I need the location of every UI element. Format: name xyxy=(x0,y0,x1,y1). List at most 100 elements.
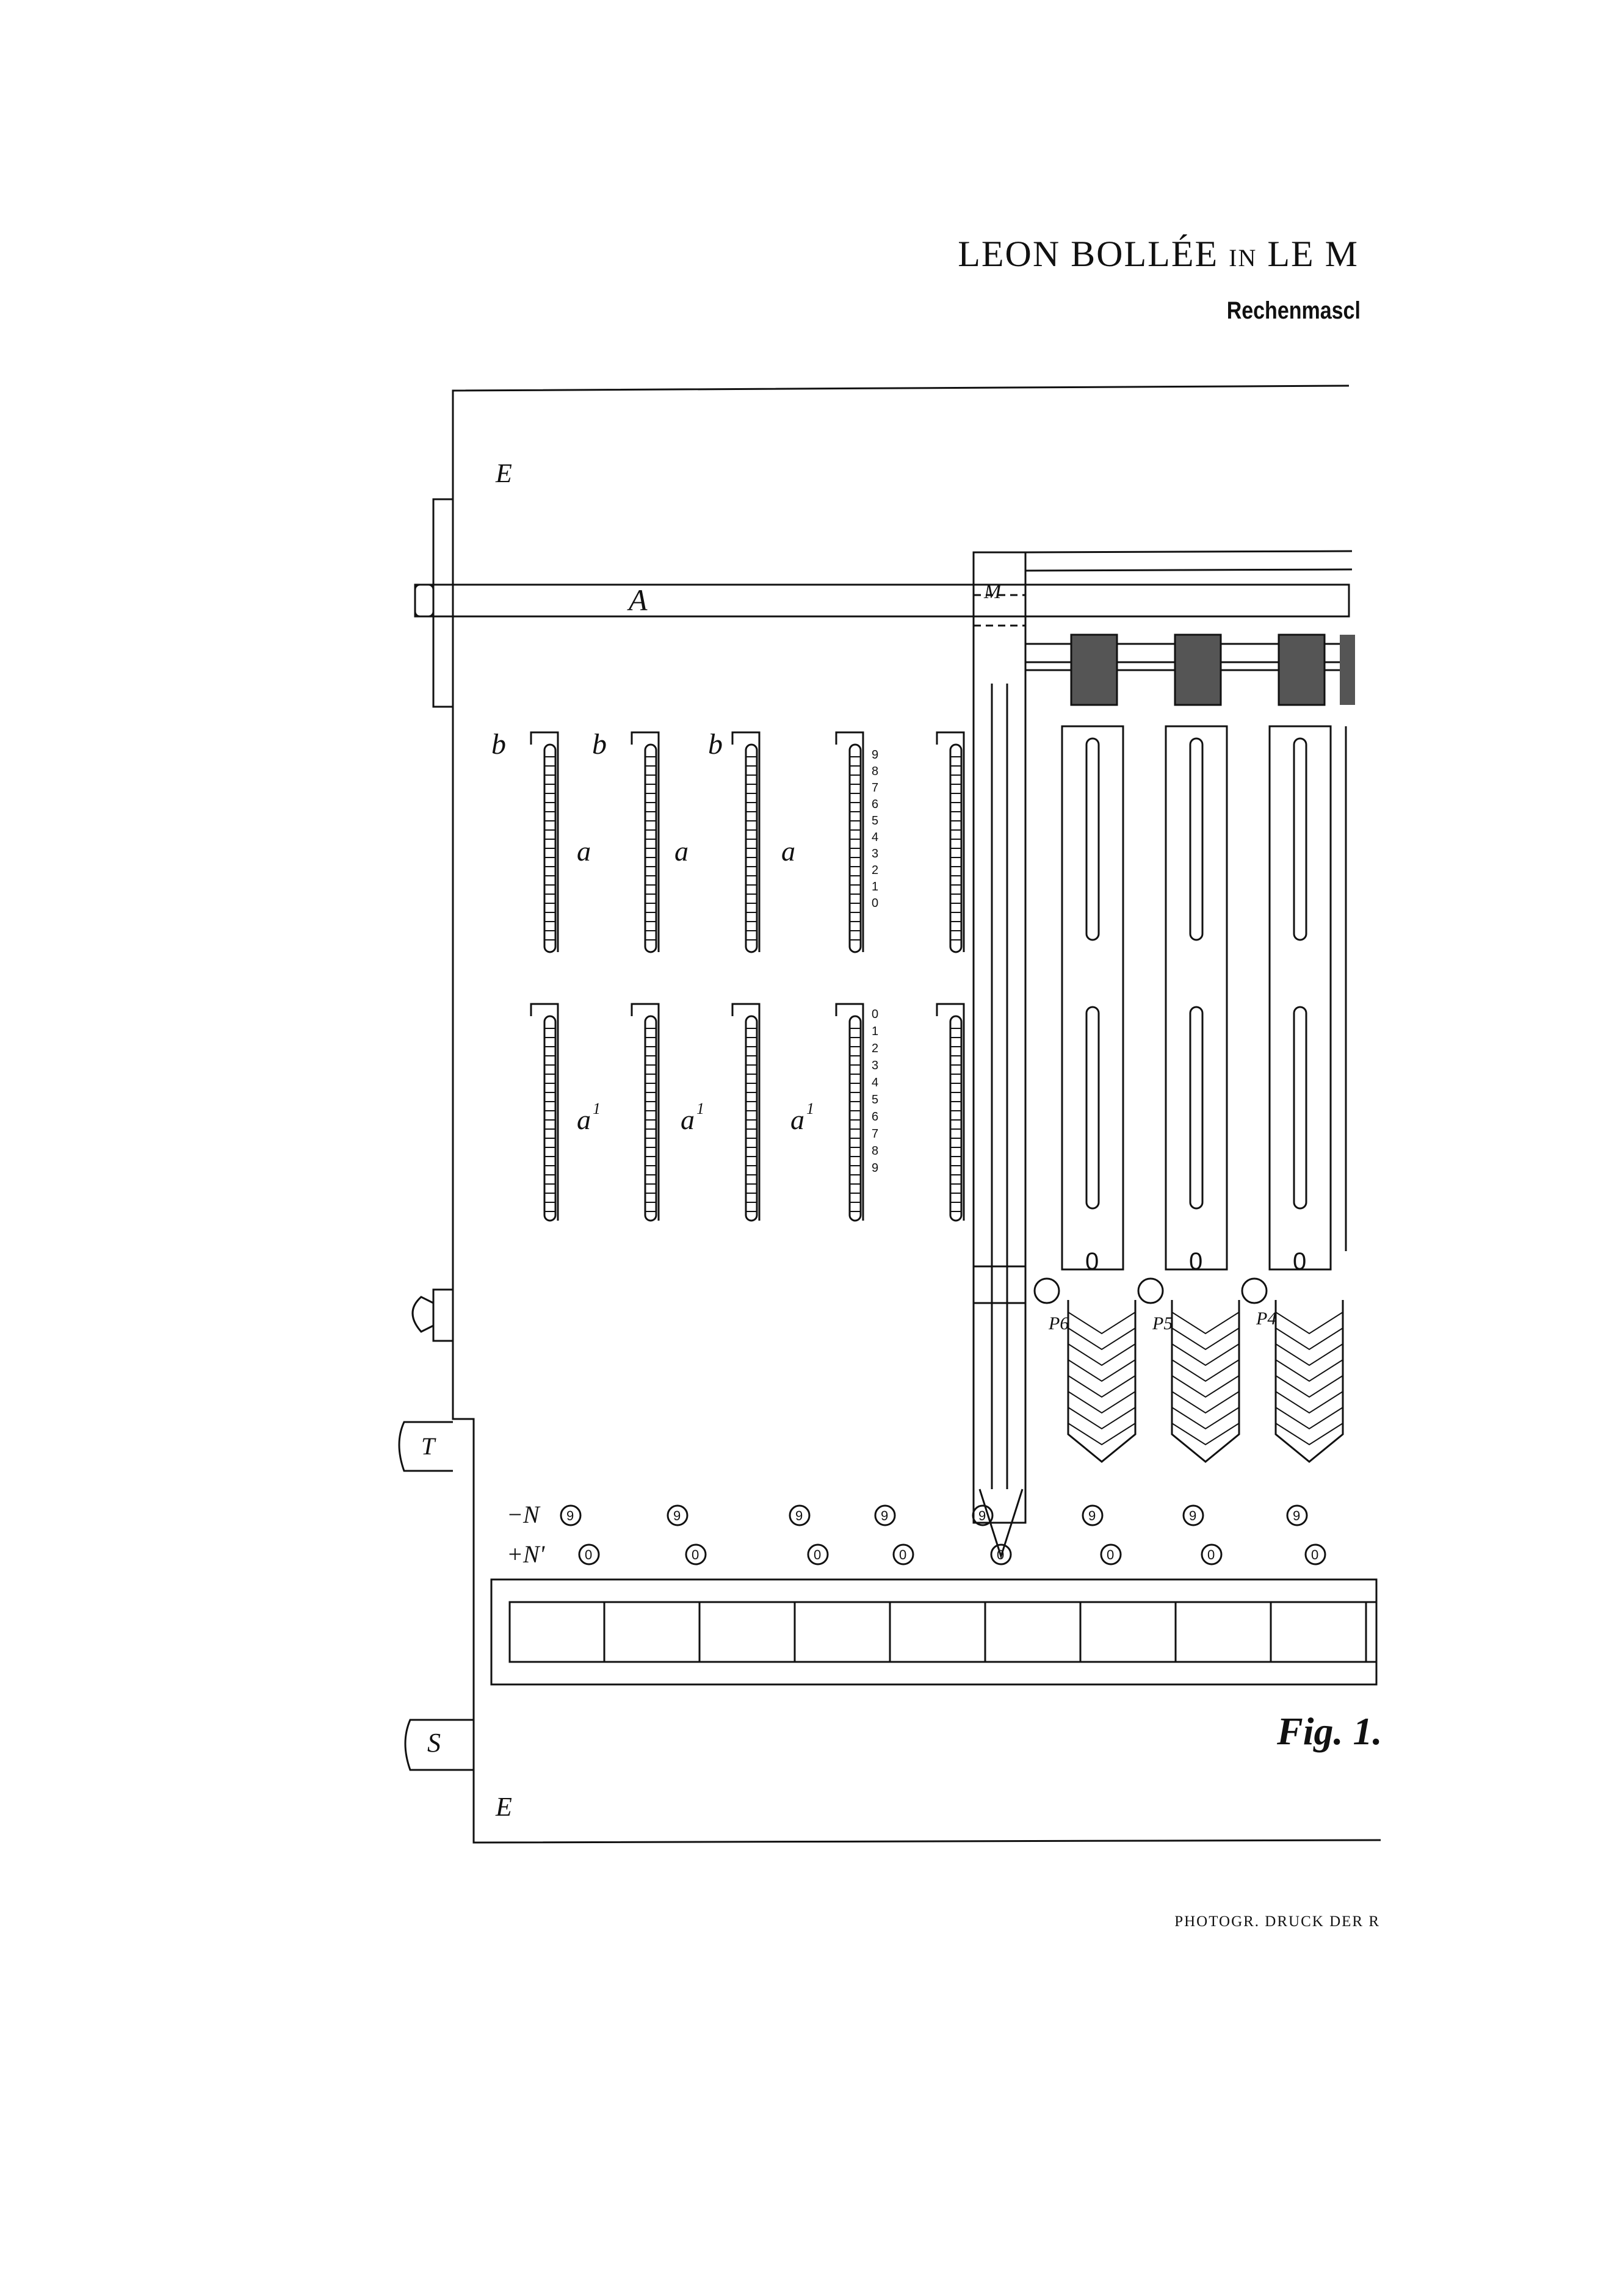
plate-chevron xyxy=(1275,1391,1343,1414)
plate-4: 0 xyxy=(1241,634,1344,1463)
rack-upper-3 xyxy=(731,731,761,953)
scale-digit-upper: 1 xyxy=(872,880,878,893)
dial-minus xyxy=(789,1504,811,1526)
top-rail xyxy=(1025,550,1353,572)
rack-hook xyxy=(530,731,559,952)
plate-chevron xyxy=(1068,1359,1136,1382)
label-rack-a: a xyxy=(577,836,591,867)
carriage-zero: 0 xyxy=(1189,1248,1202,1275)
carriage-zero: 0 xyxy=(1293,1248,1306,1275)
scale-digit-upper: 5 xyxy=(872,814,878,828)
label-rack-a1: a xyxy=(577,1104,591,1135)
plate-chevron xyxy=(1171,1312,1240,1335)
slider-block xyxy=(972,1265,1027,1304)
dial-minus-digit: 9 xyxy=(978,1508,986,1523)
rack-bar xyxy=(644,1015,657,1222)
label-bar-a: A xyxy=(627,583,648,617)
slider-m xyxy=(972,551,1027,1524)
plate-chevron xyxy=(1171,1359,1240,1382)
plate-slot-upper xyxy=(1293,737,1307,941)
label-rack-b: b xyxy=(708,728,723,760)
plate-body xyxy=(1268,725,1332,1271)
plate-hole xyxy=(1137,1277,1164,1304)
title-connector: IN xyxy=(1229,244,1257,272)
dial-minus-digit: 9 xyxy=(1189,1508,1196,1523)
plate-chevron xyxy=(1068,1327,1136,1351)
plate-chevron xyxy=(1171,1375,1240,1398)
inventor-place: LE M xyxy=(1267,234,1359,274)
side-plate xyxy=(432,498,454,708)
dial-minus xyxy=(1082,1504,1104,1526)
label-rack-a: a xyxy=(781,836,795,867)
scale-digit-lower: 3 xyxy=(872,1059,878,1072)
plate-chevron xyxy=(1068,1343,1136,1366)
dial-plus-digit: 0 xyxy=(1107,1547,1114,1562)
dial-minus-digit: 9 xyxy=(795,1508,803,1523)
dial-minus xyxy=(874,1504,896,1526)
rack-lower-4 xyxy=(835,1003,864,1222)
knurled-head xyxy=(1070,634,1118,706)
plate-slot-upper xyxy=(1085,737,1100,941)
scale-digit-lower: 2 xyxy=(872,1042,878,1055)
scale-digit-lower: 9 xyxy=(872,1161,878,1175)
plate-body xyxy=(1165,725,1228,1271)
plate-chevron xyxy=(1171,1407,1240,1430)
plate-chevron xyxy=(1068,1407,1136,1430)
label-frame-bottom: E xyxy=(495,1792,512,1822)
label-rack-b: b xyxy=(592,728,607,760)
bar-a-end xyxy=(414,583,435,618)
frame-outline xyxy=(452,384,1381,1844)
label-p6: P6 xyxy=(1048,1313,1069,1334)
dial-plus xyxy=(1100,1543,1122,1565)
rack-bar xyxy=(949,1015,963,1222)
dial-minus-digit: 9 xyxy=(566,1508,574,1523)
label-rack-b: b xyxy=(491,728,506,760)
plate-chevron xyxy=(1275,1343,1343,1366)
dial-minus xyxy=(560,1504,582,1526)
figure-caption: Fig. 1. xyxy=(1277,1709,1383,1753)
rack-upper-5 xyxy=(936,731,965,953)
plate-slot-upper xyxy=(1189,737,1204,941)
dial-minus xyxy=(667,1504,689,1526)
knurled-head xyxy=(1174,634,1222,706)
dial-minus-digit: 9 xyxy=(1088,1508,1096,1523)
knob-t xyxy=(398,1421,453,1472)
dial-minus-digit: 9 xyxy=(673,1508,681,1523)
plate-body xyxy=(1061,725,1124,1271)
scale-digit-lower: 8 xyxy=(872,1144,878,1158)
rack-hook xyxy=(631,1003,660,1221)
scale-digit-lower: 5 xyxy=(872,1093,878,1106)
dial-minus-digit: 9 xyxy=(1293,1508,1300,1523)
register-inner xyxy=(508,1601,1378,1663)
label-knob-t: T xyxy=(421,1432,436,1460)
plate-chevron xyxy=(1068,1391,1136,1414)
rack-hook xyxy=(835,731,864,952)
dial-plus xyxy=(1201,1543,1223,1565)
rack-lower-5 xyxy=(936,1003,965,1222)
rack-hook xyxy=(731,731,761,952)
plate-chevron xyxy=(1171,1343,1240,1366)
dial-plus-digit: 0 xyxy=(1207,1547,1215,1562)
dial-plus-digit: 0 xyxy=(814,1547,821,1562)
label-rack-a1-sup: 1 xyxy=(806,1100,814,1117)
dial-plus-digit: 0 xyxy=(1311,1547,1318,1562)
label-p5: P5 xyxy=(1152,1313,1173,1334)
rack-bar xyxy=(543,1015,557,1222)
label-row-plus: +N' xyxy=(507,1540,546,1568)
scale-digit-lower: 0 xyxy=(872,1008,878,1021)
dial-minus-digit: 9 xyxy=(881,1508,888,1523)
plate-tail xyxy=(1171,1300,1240,1463)
rack-upper-4 xyxy=(835,731,864,953)
rack-hook xyxy=(936,731,965,952)
dial-plus-digit: 0 xyxy=(692,1547,699,1562)
plate-chevron xyxy=(1275,1407,1343,1430)
rack-hook xyxy=(731,1003,761,1221)
plate-chevron xyxy=(1275,1327,1343,1351)
carriage-zero: 0 xyxy=(1085,1248,1099,1275)
register-strip xyxy=(490,1578,1378,1686)
dial-minus xyxy=(972,1504,994,1526)
plate-5: 0 xyxy=(1137,634,1240,1463)
plate-chevron xyxy=(1275,1312,1343,1335)
